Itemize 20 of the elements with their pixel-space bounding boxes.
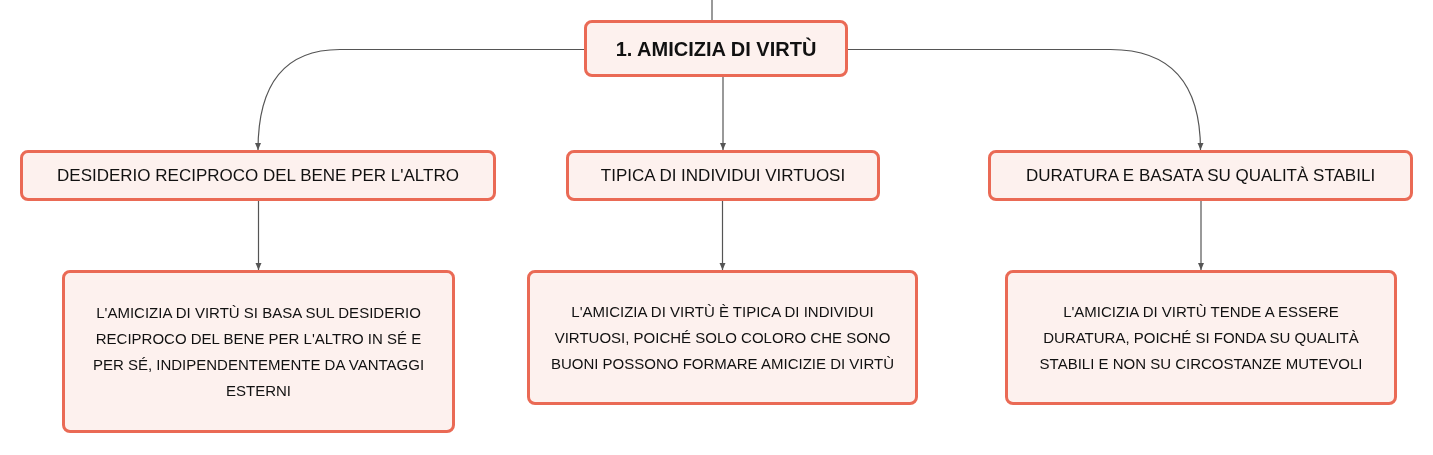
topic-box — [20, 150, 496, 201]
description-box — [62, 270, 455, 433]
node-text: L'AMICIZIA DI VIRTÙ SI BASA SUL DESIDERIO RECIPROCO DEL BENE PER L'ALTRO IN SÉ E PER SÉ, INDIPENDENTEMENTE DA VANTAGGI ESTERNI — [91, 302, 426, 401]
connector-arrow — [720, 76, 726, 151]
connector-arrow — [255, 200, 262, 271]
topic-box — [988, 150, 1413, 201]
connector-arrow — [1198, 200, 1204, 271]
node-text: 1. AMICIZIA DI VIRTÙ — [615, 36, 817, 62]
node-text: L'AMICIZIA DI VIRTÙ È TIPICA DI INDIVIDUI VIRTUOSI, POICHÉ SOLO COLORO CHE SONO BUONI POSSONO FORMARE AMICIZIE DI VIRTÙ — [549, 301, 896, 374]
central-topic-box — [584, 20, 848, 77]
connector-arrow — [847, 48, 1204, 151]
connector-arrow — [255, 48, 585, 151]
description-box — [1005, 270, 1397, 405]
node-text: DESIDERIO RECIPROCO DEL BENE PER L'ALTRO — [57, 164, 459, 187]
topic-box — [566, 150, 880, 201]
node-text: TIPICA DI INDIVIDUI VIRTUOSI — [600, 164, 846, 187]
node-text: DURATURA E BASATA SU QUALITÀ STABILI — [1025, 164, 1376, 187]
connector-arrow — [719, 200, 726, 271]
node-text: L'AMICIZIA DI VIRTÙ TENDE A ESSERE DURATURA, POICHÉ SI FONDA SU QUALITÀ STABILI E NON SU CIRCOSTANZE MUTEVOLI — [1038, 301, 1364, 374]
description-box — [527, 270, 918, 405]
